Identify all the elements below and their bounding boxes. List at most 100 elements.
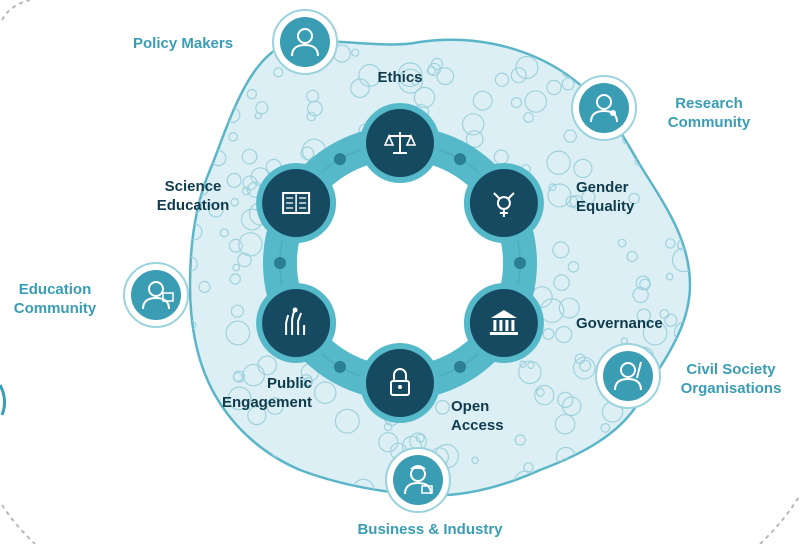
bubble — [413, 86, 436, 109]
pillar-label-gender-equality: Gender Equality — [576, 178, 634, 216]
bubble — [515, 55, 539, 80]
bubble — [246, 39, 268, 57]
activist-person-icon — [614, 361, 642, 391]
bubble — [542, 328, 555, 341]
bubble — [465, 130, 484, 149]
stakeholder-label-civil-line2: Organisations — [680, 380, 782, 397]
pillar-label-ethics: Ethics — [360, 68, 440, 87]
bubble — [232, 370, 246, 383]
bubble — [685, 42, 690, 51]
bubble — [510, 96, 523, 109]
bubble — [313, 381, 337, 404]
bubble — [644, 44, 668, 67]
outer-dashed-arc-bottom-left — [1, 504, 36, 544]
bubble — [197, 131, 210, 144]
bubble — [636, 308, 652, 323]
bubble — [494, 72, 510, 87]
edge-arc-left — [0, 384, 7, 416]
pillar-label-public-line2: Engagement — [221, 394, 312, 411]
bubble — [560, 44, 575, 59]
scales-icon — [383, 132, 417, 154]
pillar-node-disc — [262, 289, 331, 357]
bubble — [306, 111, 317, 122]
bubble — [426, 65, 437, 76]
bubble — [664, 313, 678, 327]
bubble — [561, 77, 575, 91]
stakeholder-node-policy-makers — [272, 9, 338, 75]
stakeholder-node-research — [571, 75, 637, 141]
bubble — [665, 272, 674, 281]
ring-connector-dot — [274, 257, 286, 269]
gender-symbol-icon — [493, 192, 515, 217]
pillar-label-open-access: Open Access — [451, 397, 504, 435]
bubble — [665, 67, 688, 90]
stakeholder-node-business — [385, 447, 451, 513]
bubble — [220, 435, 239, 454]
bubble — [351, 48, 360, 57]
institution-building-icon — [489, 310, 518, 335]
pillar-node-governance — [463, 283, 544, 363]
bubble — [229, 273, 241, 285]
researcher-person-icon — [590, 94, 618, 123]
bubble — [561, 396, 582, 416]
bubble — [202, 459, 228, 485]
bubble — [523, 462, 534, 473]
bubble — [510, 67, 527, 84]
bubble — [225, 320, 251, 346]
bubble — [226, 66, 237, 77]
pillar-label-gender-line2: Equality — [576, 198, 635, 215]
ring-connector-dot — [514, 257, 526, 269]
pillar-label-gender-line1: Gender — [576, 179, 629, 196]
pillar-label-open-access-line1: Open — [451, 398, 490, 415]
bubble — [534, 384, 555, 406]
bubble — [192, 117, 206, 131]
pillar-label-governance: Governance — [576, 314, 663, 333]
bubble — [471, 456, 479, 465]
bubble — [190, 124, 201, 143]
bubble — [632, 286, 649, 304]
bubble — [230, 304, 244, 318]
bubble — [567, 260, 580, 273]
pillar-node-ethics — [360, 103, 440, 183]
bubble — [574, 353, 586, 365]
bubble — [617, 238, 627, 248]
pillar-node-science-education — [256, 163, 337, 243]
bubble — [553, 274, 570, 291]
stakeholder-nodes — [123, 9, 661, 513]
bubble — [358, 63, 382, 87]
pillar-node-disc — [469, 289, 538, 357]
pillar-node-disc — [469, 169, 538, 237]
bubble — [514, 434, 526, 446]
ring-center — [297, 160, 503, 366]
stakeholder-label-business-line1: Business & Industry — [357, 521, 503, 538]
bubble — [266, 397, 284, 415]
bubble — [228, 132, 238, 142]
pillar-nodes — [256, 103, 544, 423]
bubble — [680, 338, 690, 349]
bubble — [307, 100, 323, 117]
bubble — [552, 241, 570, 259]
bubble — [247, 406, 267, 426]
bubble — [230, 197, 240, 207]
pillar-label-public-engagement: Public Engagement — [196, 374, 312, 412]
stakeholder-label-business-industry: Business & Industry — [320, 520, 540, 539]
bubble — [300, 146, 315, 161]
bubble — [639, 278, 651, 291]
bubble — [660, 182, 676, 198]
bubble — [677, 157, 686, 166]
bubble — [668, 445, 680, 457]
bubble — [600, 423, 611, 433]
bubble — [658, 39, 672, 48]
business-person-icon — [404, 465, 433, 495]
bubble — [260, 454, 279, 473]
teacher-person-icon — [142, 281, 174, 310]
pillar-node-disc — [366, 349, 434, 417]
outer-dashed-arc-bottom-right — [759, 494, 800, 544]
pillar-label-science-line1: Science — [164, 178, 222, 195]
bubble — [626, 469, 641, 484]
bubble — [581, 189, 596, 204]
bubble — [190, 480, 202, 496]
bubble — [628, 192, 640, 205]
pillar-label-open-access-line2: Access — [451, 417, 504, 434]
